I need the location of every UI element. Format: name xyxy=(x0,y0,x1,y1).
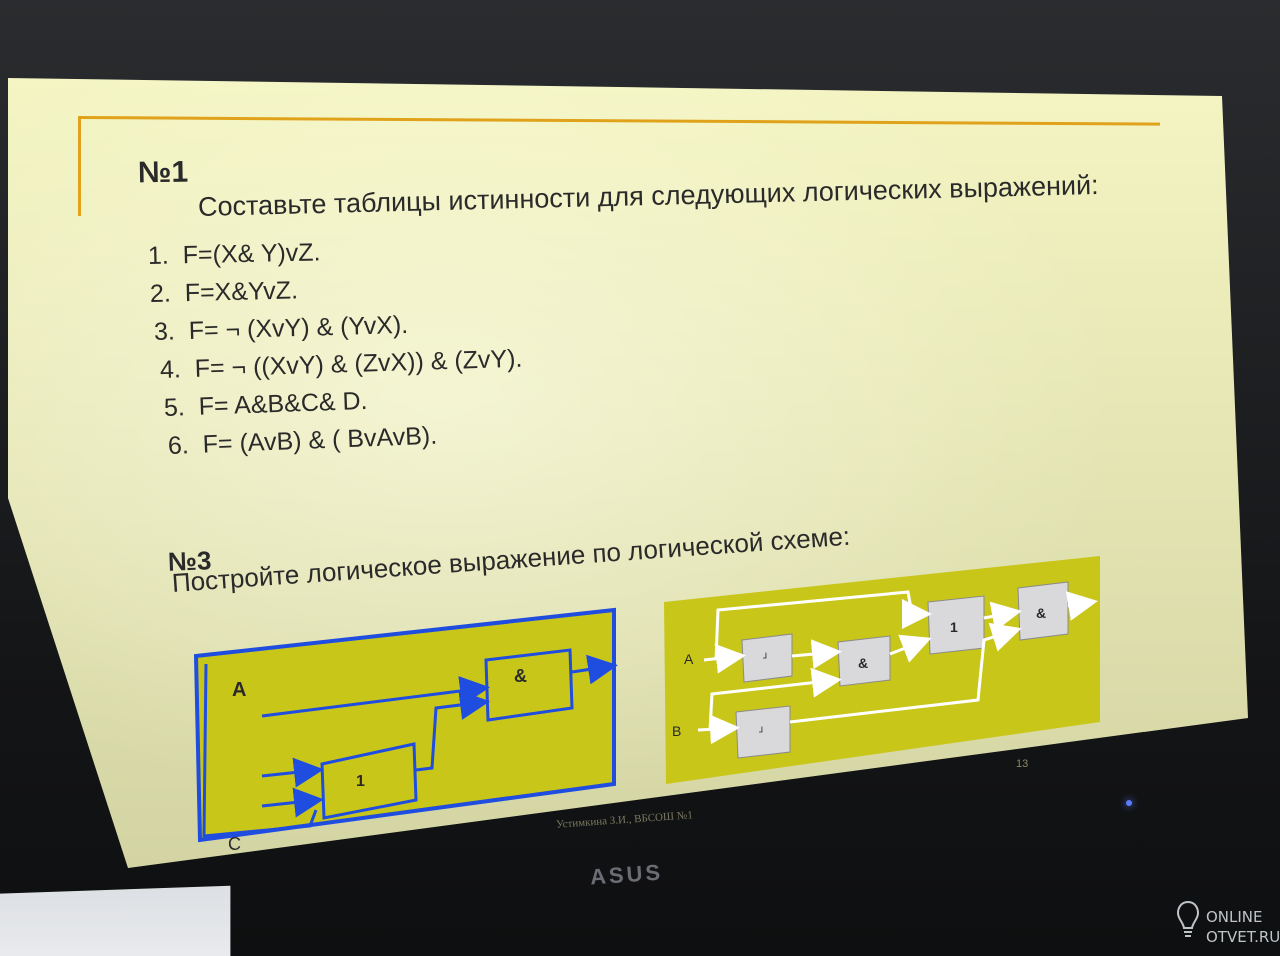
label-gate-not-b: ¬ xyxy=(755,726,769,733)
monitor-brand-logo: ASUS xyxy=(589,859,664,890)
slide-accent-line-vertical xyxy=(78,116,81,216)
wire-b-up xyxy=(708,667,842,731)
label-input-a: A xyxy=(232,679,246,701)
lightbulb-icon xyxy=(1176,900,1200,937)
wire-output-left xyxy=(571,654,618,685)
gate-and-left xyxy=(484,648,574,722)
label-gate-or: 1 xyxy=(356,773,365,790)
wire-notb-to-and2 xyxy=(789,622,1022,724)
wire-b-right xyxy=(697,714,740,745)
diagram-left: A C & 1 xyxy=(193,607,618,854)
watermark-line2: OTVET.RU xyxy=(1206,928,1280,946)
wire-a-up xyxy=(714,590,932,661)
label-gate-and-1: & xyxy=(858,655,868,671)
label-input-a-right: A xyxy=(684,651,694,667)
diagram-right: A B ¬ & 1 & ¬ xyxy=(664,556,1100,784)
wire-not-to-and xyxy=(791,639,842,670)
wire-or-to-and xyxy=(415,690,490,772)
wire-or-to-and2 xyxy=(983,601,1022,632)
wire-c xyxy=(202,663,318,838)
wire-and-to-or xyxy=(889,634,932,663)
wire-a xyxy=(261,676,490,718)
wire-output-right xyxy=(1065,591,1098,621)
label-gate-and: & xyxy=(514,666,527,686)
slide-page-number: 13 xyxy=(1016,758,1029,770)
wire-or-in-1 xyxy=(261,757,324,788)
label-gate-not-a: ¬ xyxy=(759,652,773,659)
wire-or-in-2 xyxy=(261,787,324,818)
wire-a-right xyxy=(703,643,746,674)
power-led xyxy=(1126,800,1132,806)
watermark-line1: ONLINE xyxy=(1206,908,1263,926)
label-gate-or-right: 1 xyxy=(950,619,958,635)
diagram-left-frame xyxy=(193,607,616,843)
label-input-b-right: B xyxy=(672,723,681,739)
desk-surface xyxy=(0,885,231,956)
label-gate-and-2: & xyxy=(1036,605,1046,621)
label-input-c: C xyxy=(228,834,241,854)
